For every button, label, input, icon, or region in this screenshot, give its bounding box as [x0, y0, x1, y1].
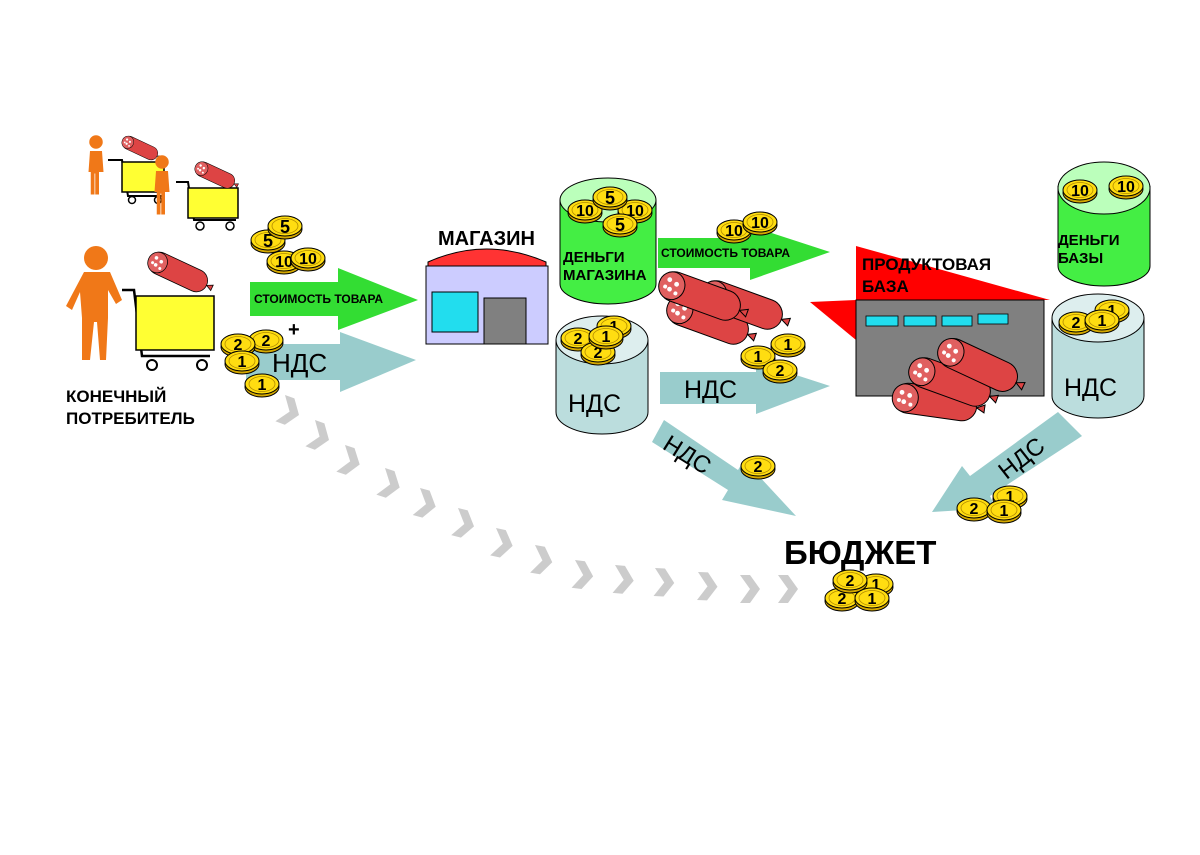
svg-text:5: 5: [615, 215, 625, 235]
svg-text:10: 10: [275, 254, 293, 271]
base-money-label-line1: ДЕНЬГИ: [1058, 232, 1120, 249]
svg-text:2: 2: [838, 591, 847, 608]
store-payment-coins: 10 10: [716, 211, 778, 244]
chevron-path-to-budget: [275, 395, 798, 603]
svg-text:2: 2: [594, 345, 603, 362]
store-vat-cylinder: 2 2 1 1 НДС: [555, 315, 649, 435]
goods-cost-label: СТОИМОСТЬ ТОВАРА: [254, 292, 383, 306]
store-money-cylinder: 10 10 5 5 ДЕНЬГИ МАГАЗИНА: [559, 177, 657, 305]
svg-text:2: 2: [776, 363, 785, 380]
goods-cost-label-2: СТОИМОСТЬ ТОВАРА: [661, 246, 790, 260]
vat-arrow-store-to-budget: НДС 2: [652, 420, 796, 516]
base-money-label-line2: БАЗЫ: [1058, 250, 1103, 267]
goods-cost-arrow-store-to-base: СТОИМОСТЬ ТОВАРА: [658, 226, 830, 280]
svg-text:10: 10: [299, 251, 317, 268]
svg-text:1: 1: [238, 354, 247, 371]
consumer-figure-icon: [66, 246, 122, 360]
svg-text:1: 1: [602, 329, 611, 346]
svg-text:5: 5: [263, 231, 273, 251]
consumer-vat-coins: 2 2 1 1: [220, 329, 284, 398]
svg-text:10: 10: [576, 203, 594, 220]
vat-label: НДС: [272, 348, 327, 378]
budget: БЮДЖЕТ 2 1 2 1: [784, 534, 936, 612]
shopping-cart-icon: [122, 247, 218, 371]
svg-text:5: 5: [605, 188, 615, 208]
store-vat-label: НДС: [568, 390, 621, 418]
base-vat-coins-to-budget: 2 1 1: [956, 485, 1028, 524]
svg-text:1: 1: [872, 577, 881, 594]
svg-text:10: 10: [1071, 183, 1089, 200]
small-consumer-group: [88, 133, 242, 231]
wholesale-base-building: ПРОДУКТОВАЯ БАЗА: [810, 246, 1050, 425]
svg-text:10: 10: [751, 215, 769, 232]
small-cart-icon: [176, 158, 242, 231]
svg-text:2: 2: [754, 459, 763, 476]
wholesale-label-line1: ПРОДУКТОВАЯ: [862, 255, 991, 274]
store-money-label-line1: ДЕНЬГИ: [563, 249, 625, 266]
base-vat-coins-transit: 1 1 2: [740, 333, 806, 384]
svg-text:1: 1: [1098, 313, 1107, 330]
svg-text:1: 1: [1000, 503, 1009, 520]
consumer-label-line1: КОНЕЧНЫЙ: [66, 387, 166, 406]
base-vat-cylinder: 2 1 1 НДС: [1051, 293, 1145, 419]
consumer-label-line2: ПОТРЕБИТЕЛЬ: [66, 409, 195, 428]
vat-arrow-store-to-base: НДС: [660, 362, 830, 414]
vat-arrow-consumer-to-store: НДС: [246, 332, 416, 392]
vat-label-2: НДС: [684, 376, 737, 404]
plus-sign: +: [288, 319, 300, 341]
sausage-icon: [143, 247, 218, 299]
base-money-cylinder: 10 10 ДЕНЬГИ БАЗЫ: [1057, 161, 1151, 287]
svg-text:1: 1: [868, 591, 877, 608]
svg-text:1: 1: [754, 349, 763, 366]
main-consumer: КОНЕЧНЫЙ ПОТРЕБИТЕЛЬ: [66, 246, 218, 428]
svg-text:2: 2: [234, 337, 243, 354]
svg-text:10: 10: [1117, 179, 1135, 196]
svg-text:1: 1: [1006, 489, 1015, 506]
wholesale-label-line2: БАЗА: [862, 277, 909, 296]
svg-text:2: 2: [970, 501, 979, 518]
store-building: МАГАЗИН: [425, 228, 549, 345]
budget-label: БЮДЖЕТ: [784, 534, 936, 571]
svg-text:2: 2: [262, 333, 271, 350]
svg-text:5: 5: [280, 217, 290, 237]
consumer-payment-coins: 10 10 5 5: [250, 215, 326, 275]
svg-text:2: 2: [846, 573, 855, 590]
goods-cost-arrow-consumer-to-store: СТОИМОСТЬ ТОВАРА: [250, 268, 418, 330]
base-vat-label: НДС: [1064, 374, 1117, 402]
small-cart-icon: [108, 133, 165, 205]
svg-text:2: 2: [1072, 315, 1081, 332]
store-money-label-line2: МАГАЗИНА: [563, 267, 647, 284]
store-title: МАГАЗИН: [438, 228, 535, 250]
svg-text:1: 1: [258, 377, 267, 394]
svg-text:2: 2: [574, 331, 583, 348]
svg-text:1: 1: [784, 337, 793, 354]
svg-text:10: 10: [725, 223, 743, 240]
budget-coins: 2 1 2 1: [824, 569, 894, 612]
